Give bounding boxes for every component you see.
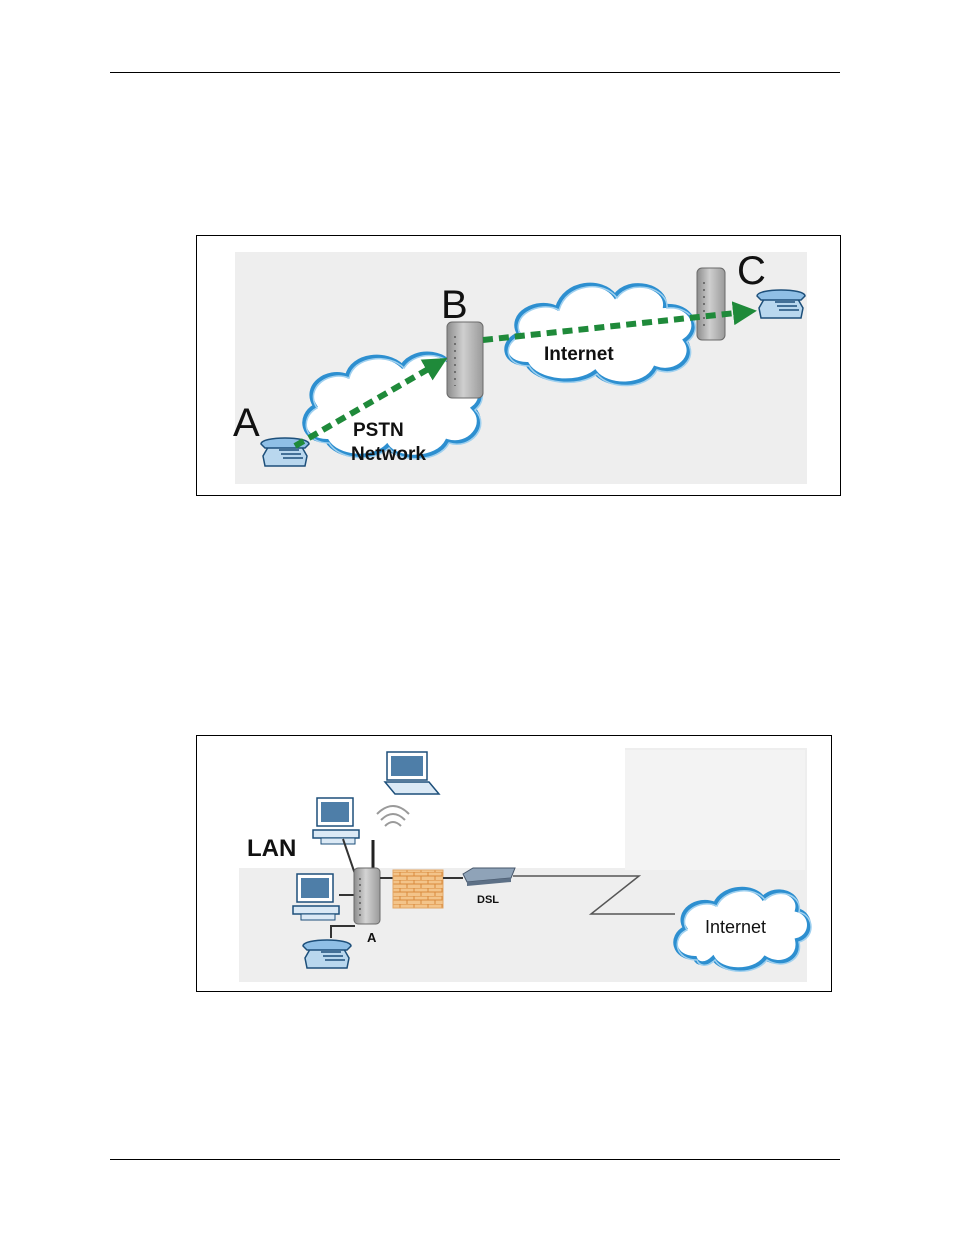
voip-device-c xyxy=(697,268,725,340)
footer-rule xyxy=(110,1159,840,1160)
figure2-whitespace xyxy=(239,748,625,868)
internet-label-figure1: Internet xyxy=(544,344,614,365)
figure1-diagram: A B C PSTN Network Internet xyxy=(197,236,840,495)
telephone-c-icon xyxy=(757,290,805,318)
desktop-computer-icon xyxy=(313,798,359,844)
node-c-label: C xyxy=(737,249,766,293)
figure-lan-internet: LAN A DSL Internet xyxy=(196,735,832,992)
router-a-label: A xyxy=(367,930,377,945)
pstn-label-line1: PSTN xyxy=(353,420,404,441)
voip-device-b xyxy=(447,322,483,398)
desktop-computer-icon xyxy=(293,874,339,920)
figure2-blank-panel xyxy=(625,750,805,870)
firewall-icon xyxy=(393,870,443,908)
lan-label: LAN xyxy=(247,835,296,862)
dsl-label: DSL xyxy=(477,894,499,906)
node-a-label: A xyxy=(233,401,260,445)
pstn-label-line2: Network xyxy=(351,444,426,465)
header-rule xyxy=(110,72,840,73)
internet-label-figure2: Internet xyxy=(705,917,766,937)
node-b-label: B xyxy=(441,283,468,327)
figure2-diagram: LAN A DSL Internet xyxy=(197,736,831,991)
figure-voip-call-path: A B C PSTN Network Internet xyxy=(196,235,841,496)
telephone-icon xyxy=(303,940,351,968)
